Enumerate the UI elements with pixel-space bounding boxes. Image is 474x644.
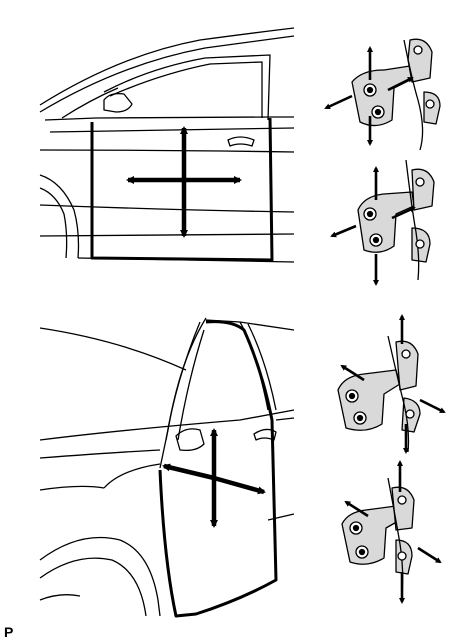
upper-hinge-top	[351, 38, 441, 151]
lower-hinge-top	[357, 159, 435, 281]
lower-hinge-bottom-arrows	[344, 460, 442, 604]
door-move-cross-arrow-bottom	[162, 428, 266, 528]
lower-hinge-bottom	[341, 477, 415, 595]
upper-hinge-top-arrows	[324, 46, 414, 146]
upper-hinge-bottom	[337, 335, 421, 453]
figure-code-label: P	[4, 624, 14, 640]
upper-hinge-bottom-arrows	[340, 314, 446, 454]
front-door-side-view	[39, 27, 295, 263]
rear-door-perspective-view	[39, 317, 295, 618]
lower-hinge-top-arrows	[330, 166, 416, 286]
door-move-cross-arrow-top	[126, 126, 242, 238]
